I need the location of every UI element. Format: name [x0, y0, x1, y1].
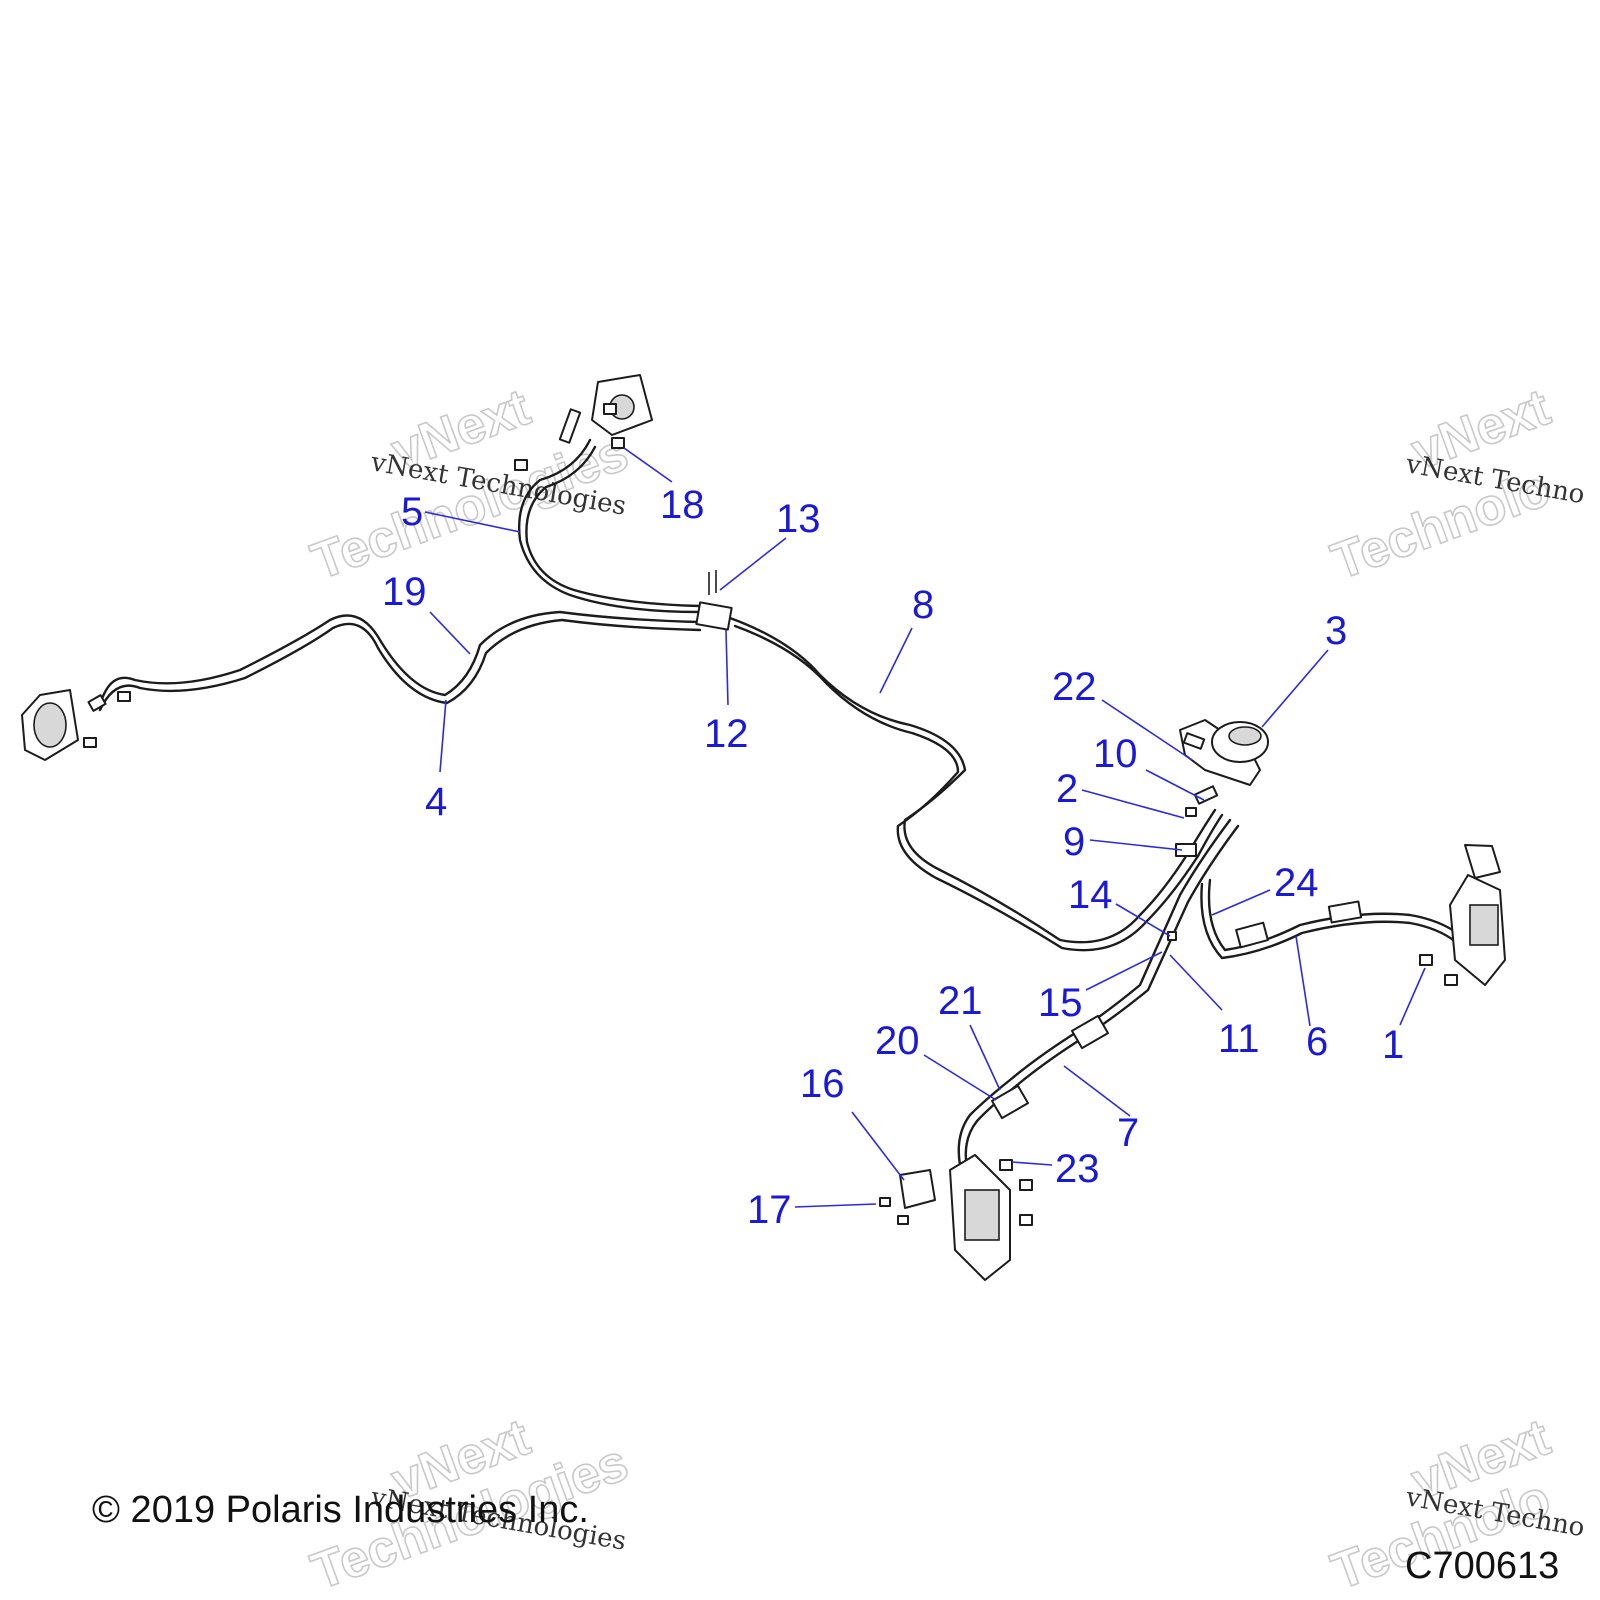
callout-18: 18 [660, 483, 705, 527]
callout-1: 1 [1382, 1023, 1404, 1067]
callouts: 1 2 3 4 5 6 7 8 9 10 11 12 13 14 15 16 1… [382, 483, 1404, 1232]
watermark-top-right: vNext Technolo vNext Techno [1323, 378, 1586, 593]
callout-6: 6 [1306, 1020, 1328, 1064]
callout-13: 13 [776, 497, 821, 541]
callout-14: 14 [1068, 873, 1113, 917]
brake-line-5b [525, 445, 702, 608]
callout-12: 12 [704, 712, 749, 756]
junction-block [695, 570, 733, 631]
callout-3: 3 [1325, 609, 1347, 653]
callout-16: 16 [800, 1062, 845, 1106]
callout-11: 11 [1218, 1017, 1260, 1061]
master-cylinder [1179, 719, 1269, 786]
callout-20: 20 [875, 1019, 920, 1063]
right-rear-caliper [1419, 844, 1506, 986]
brake-line-4b [98, 618, 702, 712]
brake-lines [98, 438, 1462, 1170]
callout-23: 23 [1055, 1147, 1100, 1191]
brake-line-8 [728, 616, 1217, 944]
callout-17: 17 [747, 1188, 792, 1232]
callout-9: 9 [1063, 820, 1085, 864]
callout-10: 10 [1093, 732, 1138, 776]
callout-2: 2 [1056, 767, 1078, 811]
callout-5: 5 [401, 490, 423, 534]
callout-22: 22 [1052, 665, 1097, 709]
brake-line-6b [1200, 882, 1458, 960]
callout-21: 21 [938, 979, 983, 1023]
brackets [991, 900, 1363, 1120]
brake-line-5 [518, 438, 702, 614]
diagram-code: C700613 [1405, 1545, 1559, 1587]
left-front-caliper [21, 689, 131, 761]
callout-8: 8 [912, 583, 934, 627]
callout-15: 15 [1038, 981, 1083, 1025]
right-front-caliper [879, 1154, 1033, 1281]
copyright-text: © 2019 Polaris Industries Inc. [92, 1489, 589, 1531]
leader-lines [424, 447, 1426, 1208]
callout-19: 19 [382, 570, 427, 614]
callout-7: 7 [1117, 1111, 1139, 1155]
callout-4: 4 [425, 780, 447, 824]
components [21, 374, 1506, 1281]
brake-line-6 [1207, 878, 1462, 952]
brake-line-4 [98, 610, 702, 707]
fittings [1167, 785, 1219, 941]
brake-line-8b [733, 624, 1224, 952]
left-rear-caliper [514, 374, 653, 471]
callout-24: 24 [1274, 861, 1319, 905]
watermark-top-left: vNext Technologies vNext Technologies [303, 378, 636, 593]
